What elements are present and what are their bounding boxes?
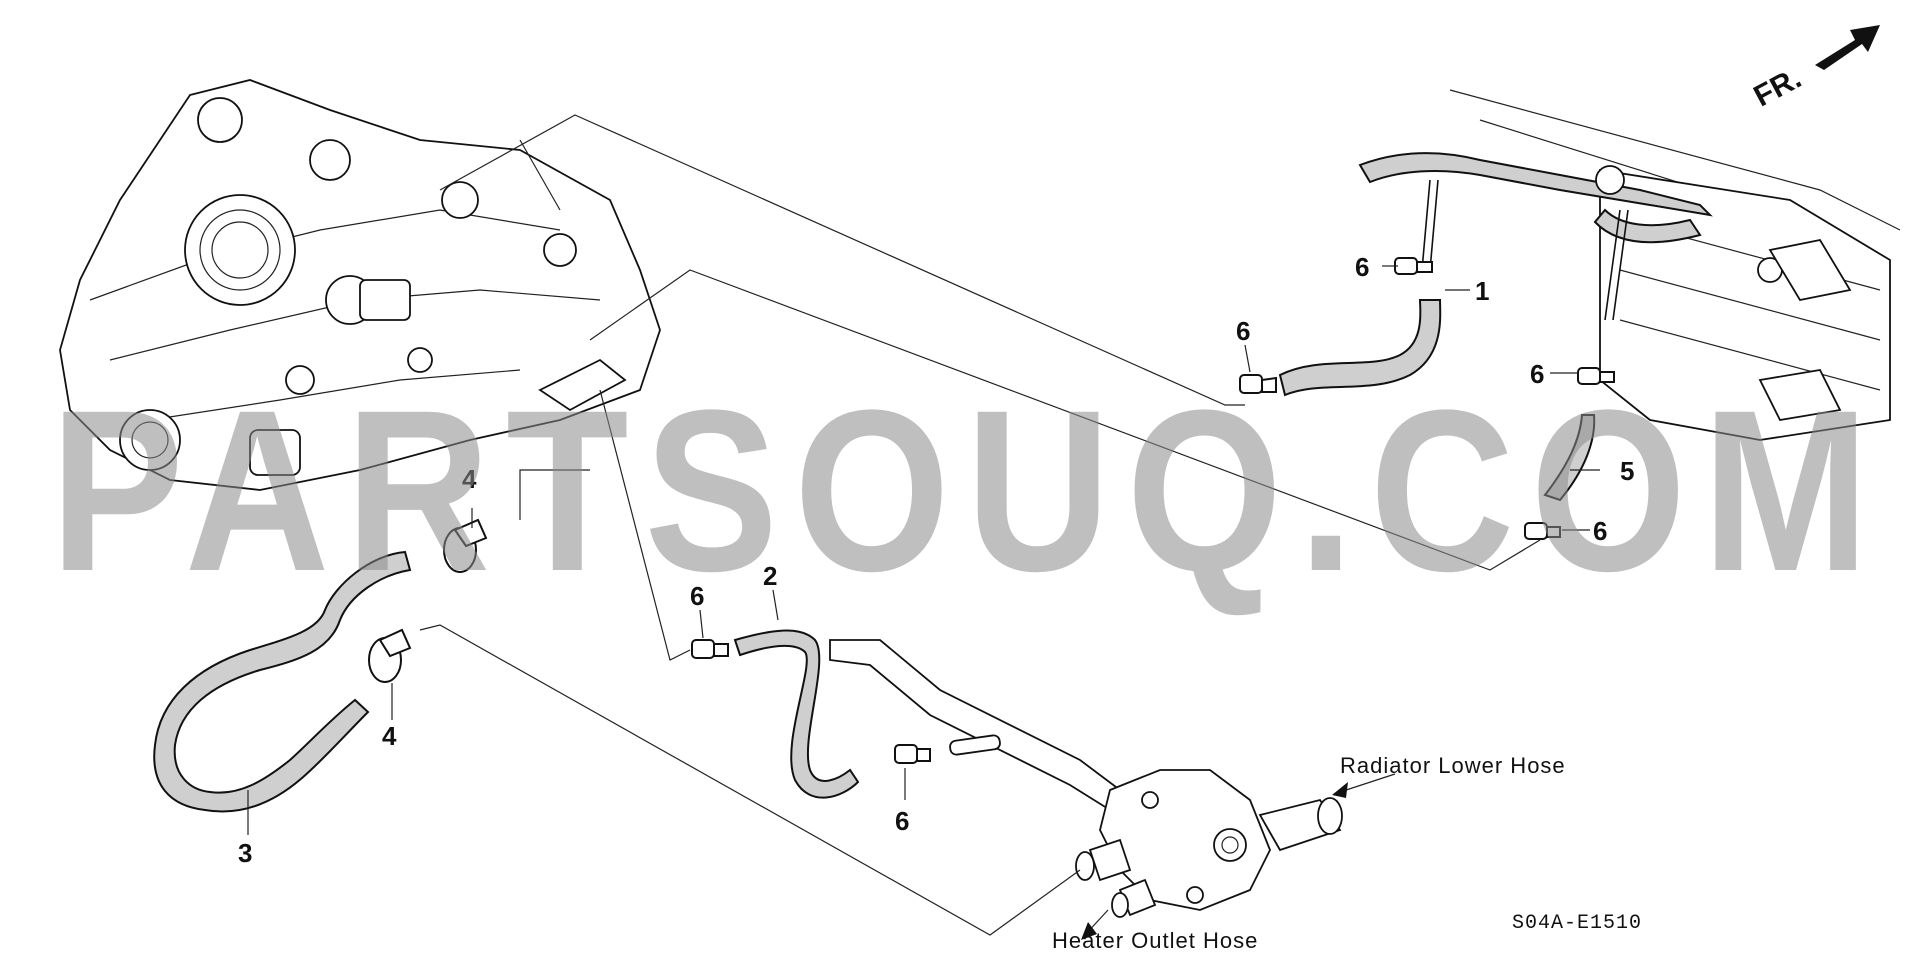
callout-arrows <box>1081 773 1396 940</box>
hose-2-and-water-pipe <box>733 629 1122 812</box>
part-number-5: 5 <box>1620 456 1634 486</box>
clamp-4-lower <box>368 628 412 683</box>
clamp-6-c <box>1577 367 1615 385</box>
part-number-6-d: 6 <box>1593 516 1607 546</box>
front-direction-indicator: FR. <box>1749 25 1880 113</box>
front-arrow-icon <box>1815 25 1880 70</box>
water-outlet-housing <box>1075 769 1343 918</box>
clamp-6-e <box>691 639 729 659</box>
hose-3 <box>153 550 412 813</box>
heater-outlet-hose-label: Heater Outlet Hose <box>1052 928 1258 953</box>
clamp-4-upper <box>443 518 488 573</box>
watermark-text: PARTSOUQ.COM <box>50 362 1885 619</box>
intake-manifold-assembly <box>59 79 661 491</box>
clamp-6-f <box>894 744 931 764</box>
part-number-6-e: 6 <box>690 581 704 611</box>
front-direction-label: FR. <box>1749 62 1807 114</box>
part-number-4-lower: 4 <box>382 721 397 751</box>
hose-5 <box>1543 414 1596 502</box>
part-number-4-upper: 4 <box>462 464 477 494</box>
part-number-2: 2 <box>763 561 777 591</box>
part-number-6-a: 6 <box>1355 252 1369 282</box>
leader-lines <box>247 265 1600 835</box>
part-number-6-b: 6 <box>1236 316 1250 346</box>
part-number-labels: 1 6 6 6 5 6 4 4 3 2 6 6 <box>238 252 1634 868</box>
cylinder-head-assembly <box>1358 89 1901 441</box>
clamp-6-d <box>1524 522 1561 540</box>
clamp-6-b <box>1239 374 1277 394</box>
hose-1 <box>1278 299 1442 397</box>
part-number-1: 1 <box>1475 276 1489 306</box>
connection-lines <box>419 114 1541 936</box>
part-number-6-c: 6 <box>1530 359 1544 389</box>
clamp-6-a <box>1394 257 1433 275</box>
radiator-lower-hose-label: Radiator Lower Hose <box>1340 753 1566 778</box>
diagram-code: S04A-E1510 <box>1512 912 1642 935</box>
part-number-3: 3 <box>238 838 252 868</box>
part-number-6-f: 6 <box>895 806 909 836</box>
